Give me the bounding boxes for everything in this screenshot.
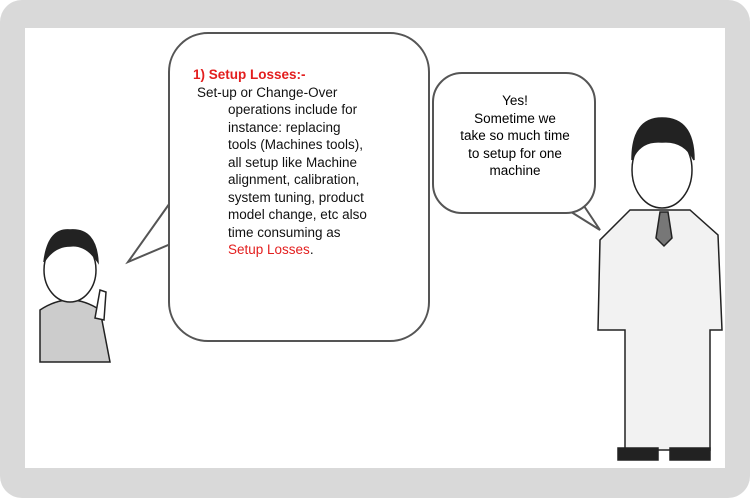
man-character: [597, 117, 723, 461]
text-line: to setup for one: [468, 145, 562, 161]
text-line: Yes!: [502, 93, 528, 108]
text-line: tools (Machines tools),: [228, 137, 364, 152]
text-line: Sometime we: [474, 110, 556, 126]
text-line: model change, etc also: [228, 207, 367, 222]
text-line: machine: [489, 163, 541, 178]
text-line: Set-up or Change-Over: [197, 84, 338, 100]
text-line: all setup like Machine: [228, 154, 358, 170]
text-line: time consuming as: [228, 224, 341, 240]
text-line: take so much time: [460, 128, 570, 143]
left-bubble-text: 1) Setup Losses:- Set-up or Change-Over …: [193, 66, 367, 259]
text-line: operations include for: [228, 102, 358, 117]
text-line: system tuning, product: [228, 189, 364, 205]
left-speech-bubble: [168, 32, 430, 342]
section-title: 1) Setup Losses:-: [193, 67, 306, 82]
period: .: [309, 242, 314, 257]
right-bubble-text: Yes! Sometime we take so much time to se…: [440, 92, 590, 180]
highlight-text: Setup Losses: [228, 242, 310, 257]
right-speech-bubble: [432, 72, 596, 214]
text-line: instance: replacing: [228, 119, 341, 135]
text-line: alignment, calibration,: [228, 172, 360, 187]
woman-character: [39, 229, 111, 363]
